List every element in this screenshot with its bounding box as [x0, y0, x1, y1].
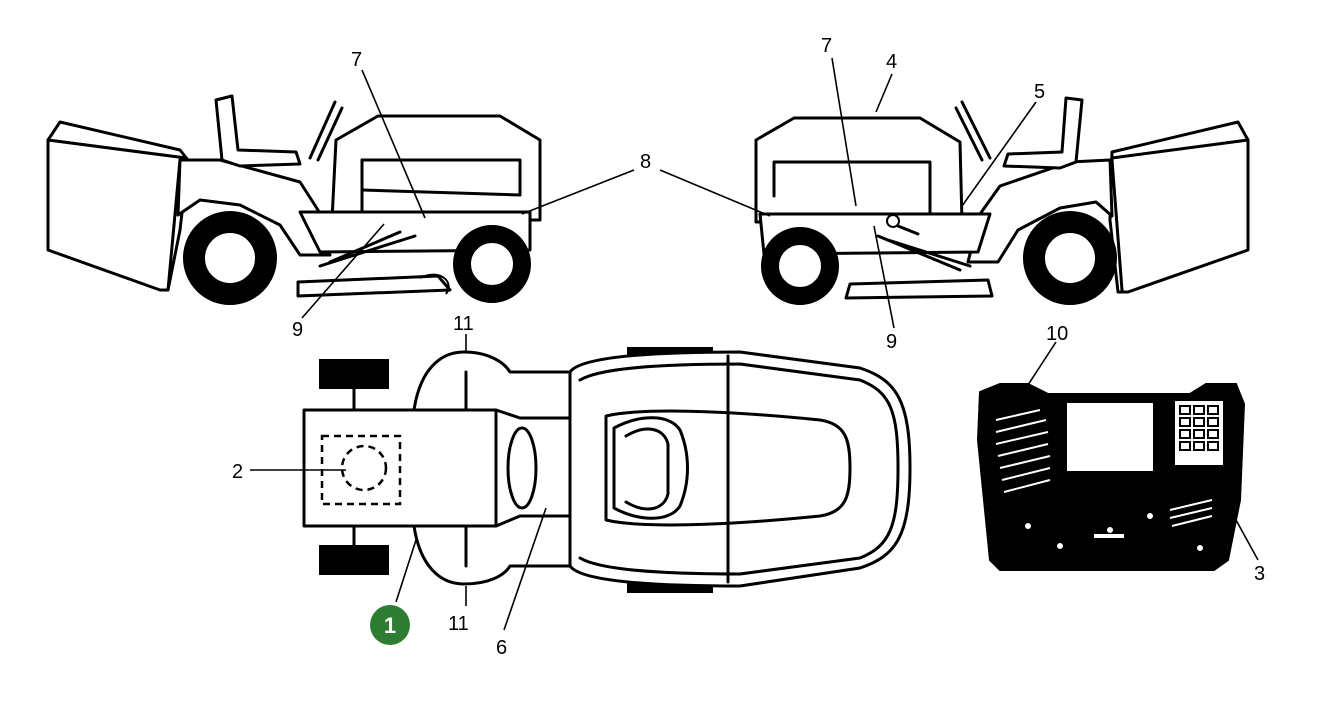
callout-bottom-11: 11	[448, 613, 469, 635]
rear-fender-right	[966, 158, 1114, 264]
dashboard-panel	[976, 341, 1259, 571]
grass-bag-right	[1108, 120, 1250, 294]
callout-3: 3	[1254, 563, 1265, 585]
seat-left	[214, 94, 302, 168]
hood-right	[754, 116, 964, 224]
callout-top-11: 11	[453, 313, 474, 335]
hood-top	[568, 350, 912, 588]
callout-2: 2	[232, 461, 243, 483]
callout-right-5: 5	[1034, 81, 1045, 103]
seat-right	[1002, 96, 1084, 170]
callout-left-9: 9	[292, 319, 303, 341]
mower-top-view	[250, 334, 912, 631]
mower-left-side-view	[46, 69, 635, 319]
callout-10: 10	[1046, 323, 1068, 345]
callout-6: 6	[496, 637, 507, 659]
callout-8: 8	[640, 151, 651, 173]
callout-left-7: 7	[351, 49, 362, 71]
cutting-deck-left	[296, 274, 452, 298]
display-window	[1065, 401, 1155, 473]
step-badge-1: 1	[370, 605, 410, 645]
callout-right-7: 7	[821, 35, 832, 57]
badge-label: 1	[384, 613, 396, 638]
callout-right-9: 9	[886, 331, 897, 353]
grass-bag-left	[46, 120, 190, 292]
rear-wheel-top-upper	[319, 359, 389, 389]
callout-right-4: 4	[886, 51, 897, 73]
rear-fender-left	[176, 158, 332, 257]
callout-labels: 7 8 9 7 4 5 9 11 11 2 6 10 3	[232, 35, 1265, 659]
badge-circle	[370, 605, 410, 645]
rear-wheel-top-lower	[319, 545, 389, 575]
cutting-deck-right	[844, 278, 994, 300]
mower-right-side-view	[659, 57, 1250, 329]
